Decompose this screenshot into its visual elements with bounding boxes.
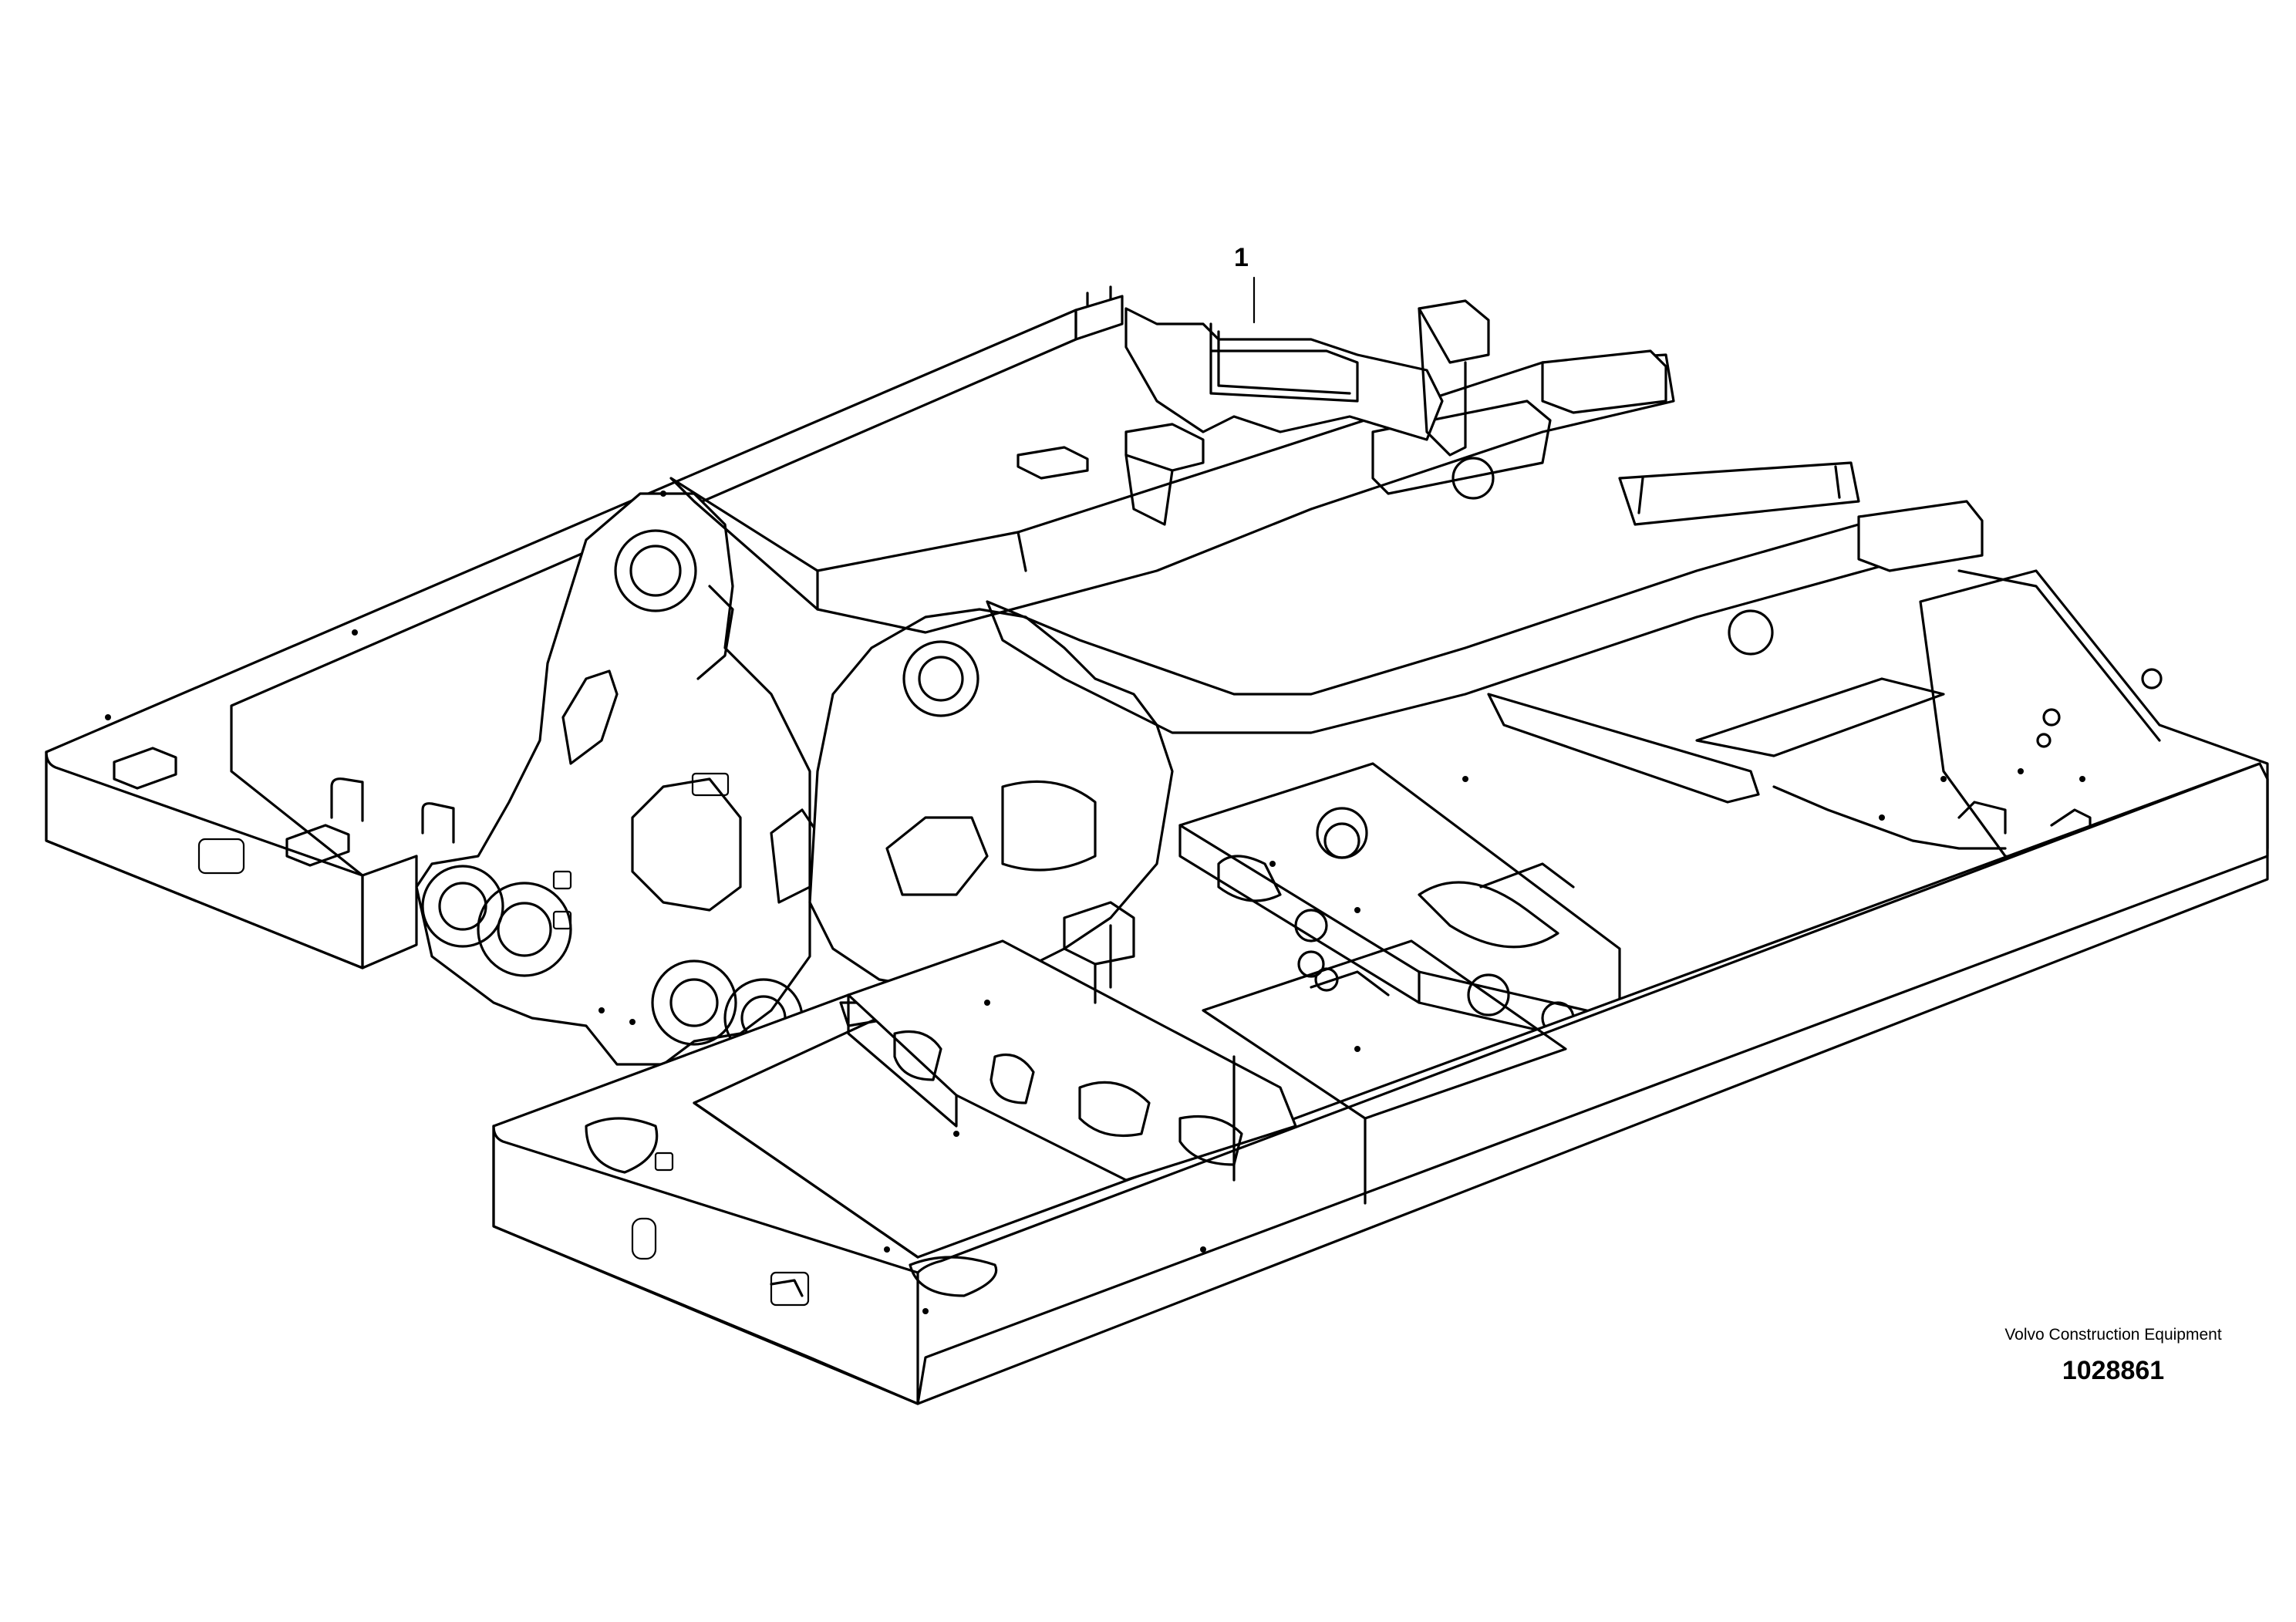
drawing-watermark: Volvo Construction Equipment 1028861 <box>1974 1325 2252 1386</box>
centre-floor-plate <box>1202 862 1575 1205</box>
boom-foot-bracket <box>415 492 819 1066</box>
callout-number-1: 1 <box>1234 243 1249 272</box>
upper-arm-frame <box>669 349 1984 734</box>
fastener-holes <box>105 491 2085 1314</box>
top-mounting-bracket <box>1017 299 1490 526</box>
right-cross-member <box>1178 762 1621 1050</box>
drawing-number: 1028861 <box>2062 1356 2165 1385</box>
brand-label: Volvo Construction Equipment <box>2004 1326 2222 1344</box>
